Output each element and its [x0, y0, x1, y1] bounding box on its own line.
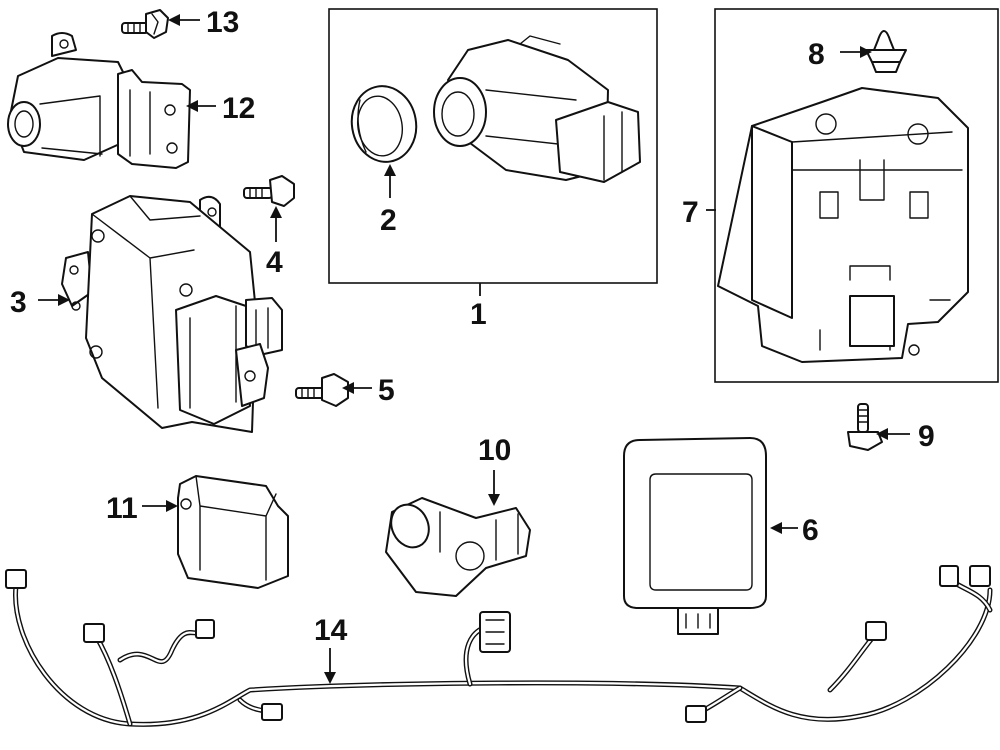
callout-10: 10 — [478, 434, 511, 467]
callout-12: 12 — [222, 92, 255, 125]
callout-13: 13 — [206, 6, 239, 39]
sensor-assembly-frame — [328, 8, 658, 284]
bolt-4 — [243, 175, 295, 207]
sensor-10 — [385, 497, 531, 597]
callout-6: 6 — [802, 514, 819, 547]
callout-8: 8 — [808, 38, 825, 71]
callout-4: 4 — [266, 246, 283, 279]
callout-2: 2 — [380, 204, 397, 237]
callout-14: 14 — [314, 614, 348, 647]
receiver-6 — [623, 437, 767, 635]
relay-11 — [177, 475, 289, 589]
bolt-13 — [121, 9, 169, 39]
control-module-7 — [717, 87, 969, 363]
control-module-frame — [714, 8, 999, 383]
callout-5: 5 — [378, 374, 395, 407]
callout-11: 11 — [106, 492, 138, 525]
callout-9: 9 — [918, 420, 935, 453]
bolt-9 — [847, 403, 883, 451]
wiring-harness-14 — [5, 565, 993, 727]
leader-lines — [38, 14, 910, 684]
module-3 — [61, 195, 283, 433]
parking-sensor-1 — [433, 35, 641, 183]
bezel-ring-2 — [350, 85, 418, 163]
camera-12 — [7, 32, 191, 169]
callout-3: 3 — [10, 286, 27, 319]
bolt-5 — [295, 373, 349, 407]
callout-1: 1 — [470, 298, 487, 331]
callout-7: 7 — [682, 196, 699, 229]
clip-8 — [865, 30, 907, 73]
